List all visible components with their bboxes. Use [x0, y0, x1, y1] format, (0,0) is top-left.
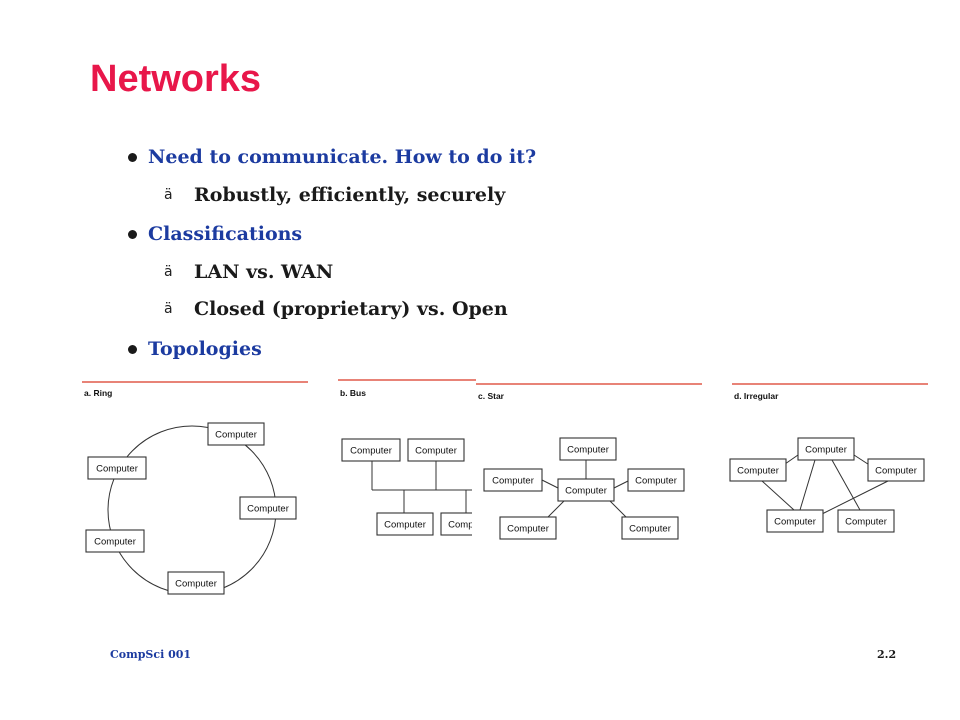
- computer-node: Computer: [167, 571, 225, 595]
- computer-node: Computer: [559, 437, 617, 461]
- panel-cover: [472, 434, 478, 540]
- svg-text:Computer: Computer: [350, 446, 392, 457]
- svg-text:Computer: Computer: [94, 537, 136, 548]
- computer-node: Computer: [729, 458, 787, 482]
- sub-bullet-text: Closed (proprietary) vs. Open: [194, 298, 508, 320]
- svg-text:Computer: Computer: [492, 476, 534, 487]
- bullet-text: Topologies: [148, 338, 262, 360]
- bullet-item: Classifications: [128, 223, 302, 245]
- computer-hub-node: Computer: [557, 478, 615, 502]
- sub-bullet-item: ä Robustly, efficiently, securely: [164, 184, 505, 206]
- slide-title: Networks: [90, 58, 262, 100]
- svg-text:Computer: Computer: [567, 445, 609, 456]
- sub-bullet-item: ä Closed (proprietary) vs. Open: [164, 298, 508, 320]
- bullet-dot-icon: [128, 344, 137, 354]
- bullet-text: Classifications: [148, 223, 303, 245]
- irregular-label: d. Irregular: [734, 391, 779, 401]
- computer-node: Computer: [207, 422, 265, 446]
- computer-node: Computer: [766, 509, 824, 533]
- computer-node: Computer: [499, 516, 557, 540]
- computer-node: Computer: [407, 438, 465, 462]
- svg-text:Computer: Computer: [247, 504, 289, 515]
- computer-node: Computer: [867, 458, 925, 482]
- computer-node: Computer: [837, 509, 895, 533]
- svg-text:Computer: Computer: [96, 464, 138, 475]
- svg-text:Computer: Computer: [415, 446, 457, 457]
- computer-node: Computer: [376, 512, 434, 536]
- computer-node: Computer: [797, 437, 855, 461]
- computer-node: Computer: [85, 529, 145, 553]
- sub-bullet-marker: ä: [164, 187, 173, 203]
- svg-text:Computer: Computer: [805, 445, 847, 456]
- ring-label: a. Ring: [84, 388, 112, 398]
- computer-node: Computer: [621, 516, 679, 540]
- bullet-dot-icon: [128, 229, 137, 239]
- svg-text:Computer: Computer: [875, 466, 917, 477]
- sub-bullet-text: Robustly, efficiently, securely: [194, 184, 506, 206]
- svg-text:Computer: Computer: [565, 486, 607, 497]
- sub-bullet-text: LAN vs. WAN: [194, 261, 334, 283]
- svg-text:Computer: Computer: [384, 520, 426, 531]
- star-topology: c. Star Computer Computer Computer Compu…: [476, 383, 704, 544]
- bullet-dot-icon: [128, 152, 137, 162]
- computer-node: Computer: [483, 468, 543, 492]
- bullet-list: Need to communicate. How to do it? ä Rob…: [128, 146, 536, 360]
- svg-text:Computer: Computer: [215, 430, 257, 441]
- svg-text:Computer: Computer: [507, 524, 549, 535]
- footer-course: CompSci 001: [110, 648, 192, 661]
- computer-node: Computer: [87, 456, 147, 480]
- svg-text:Computer: Computer: [448, 520, 490, 531]
- svg-text:Computer: Computer: [175, 579, 217, 590]
- computer-node: Computer: [239, 496, 297, 520]
- sub-bullet-marker: ä: [164, 264, 173, 280]
- bullet-item: Need to communicate. How to do it?: [128, 146, 536, 168]
- computer-node: Computer: [341, 438, 401, 462]
- bullet-item: Topologies: [128, 338, 262, 360]
- sub-bullet-item: ä LAN vs. WAN: [164, 261, 333, 283]
- bus-label: b. Bus: [340, 388, 366, 398]
- bullet-text: Need to communicate. How to do it?: [148, 146, 537, 168]
- ring-topology: a. Ring Computer Computer Computer Compu…: [82, 381, 308, 595]
- svg-text:Computer: Computer: [845, 517, 887, 528]
- computer-node: Computer: [627, 468, 685, 492]
- irregular-topology: d. Irregular Computer Computer Computer …: [729, 383, 928, 533]
- svg-text:Computer: Computer: [774, 517, 816, 528]
- svg-text:Computer: Computer: [635, 476, 677, 487]
- star-label: c. Star: [478, 391, 505, 401]
- slide-number: 2.2: [877, 648, 897, 661]
- svg-text:Computer: Computer: [629, 524, 671, 535]
- bus-topology: b. Bus Computer Computer Computer Comput…: [338, 379, 498, 540]
- svg-text:Computer: Computer: [737, 466, 779, 477]
- sub-bullet-marker: ä: [164, 301, 173, 317]
